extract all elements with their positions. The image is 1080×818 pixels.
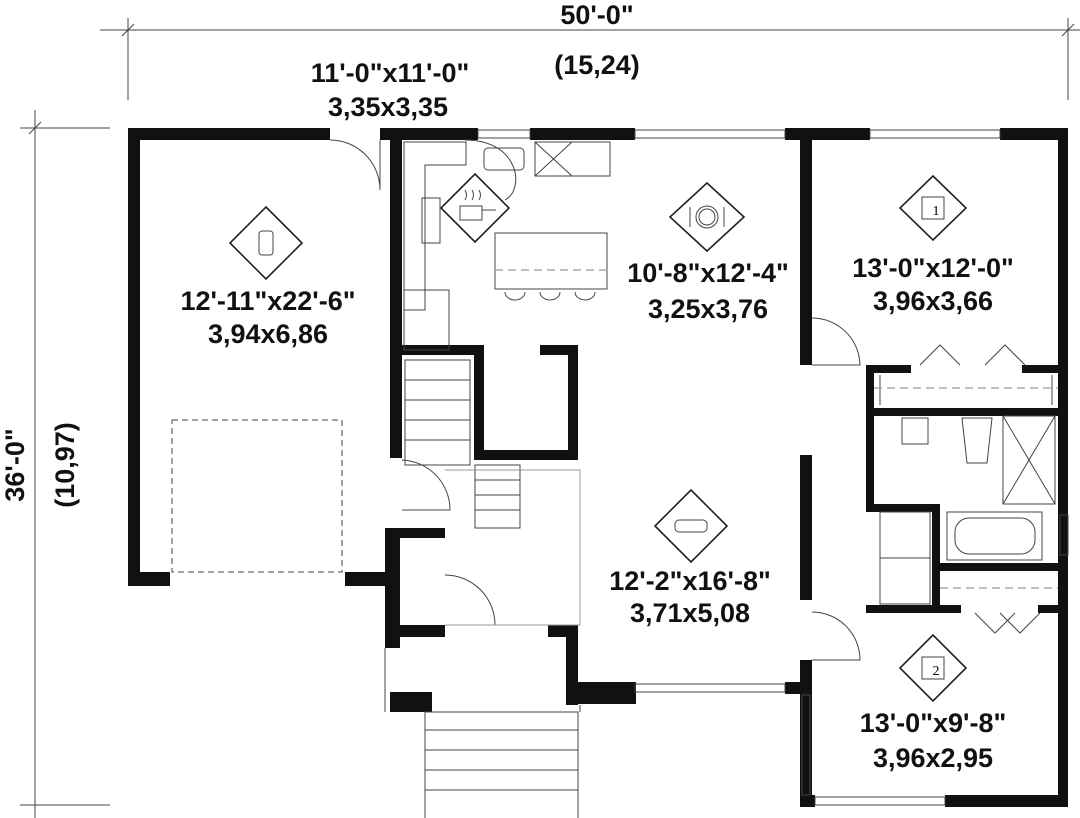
bed-1-number: 1 [933,204,940,219]
cooking-pot-icon [439,172,511,244]
dining-size-metric: 3,25x3,76 [648,294,768,324]
bed-2-number: 2 [933,664,940,679]
kitchen-size-imperial: 11'-0"x11'-0" [311,58,470,88]
overall-width-imperial: 50'-0" [560,0,633,30]
kitchen-size-metric: 3,35x3,35 [328,92,448,122]
bedroom-1-size-metric: 3,96x3,66 [873,286,993,316]
garage-size-metric: 3,94x6,86 [208,319,328,349]
bedroom-1-size-imperial: 13'-0"x12'-0" [852,253,1014,283]
dining-size-imperial: 10'-8"x12'-4" [627,258,789,288]
walls [128,128,1068,807]
dimension-lines [20,18,1080,818]
overall-depth-imperial: 36'-0" [0,428,30,501]
bedroom-2-size-imperial: 13'-0"x9'-8" [860,708,1007,738]
fixtures [171,139,1058,818]
windows [477,129,1069,806]
plate-cutlery-icon [668,181,746,253]
overall-width-metric: (15,24) [554,50,640,80]
car-icon [228,205,304,281]
living-size-imperial: 12'-2"x16'-8" [609,566,771,596]
bed-1-icon: 1 [898,174,968,242]
sofa-icon [653,488,729,564]
garage-size-imperial: 12'-11"x22'-6" [180,286,355,316]
bedroom-2-size-metric: 3,96x2,95 [873,743,993,773]
bed-2-icon: 2 [898,633,968,703]
overall-depth-metric: (10,97) [50,422,80,508]
living-size-metric: 3,71x5,08 [630,598,750,628]
